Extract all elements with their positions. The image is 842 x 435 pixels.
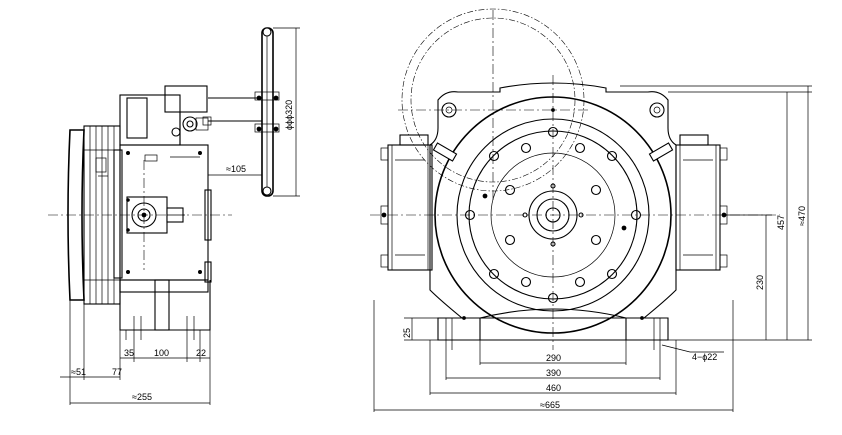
side-view: 35 100 22 ≈51 77 ≈255 ≈105 ϕϕϕ320 [48, 27, 300, 405]
motor-body [113, 144, 212, 283]
dim-320: ϕϕϕ320 [284, 100, 294, 130]
dim-35: 35 [124, 348, 134, 358]
brake-arms [432, 142, 674, 162]
holes-label: 4−ϕ22 [692, 352, 717, 362]
front-view: 290 390 460 ≈665 25 4−ϕ22 230 457 [370, 8, 812, 412]
right-brake [675, 134, 728, 271]
dim-230: 230 [755, 275, 765, 290]
left-brake [380, 134, 433, 271]
dim-460: 460 [546, 383, 561, 393]
dim-470: ≈470 [797, 206, 807, 226]
dim-457: 457 [776, 215, 786, 230]
dim-100: 100 [154, 348, 169, 358]
shaft-end [126, 196, 185, 234]
dim-51: ≈51 [71, 367, 86, 377]
rotor [434, 96, 672, 334]
top-housing [119, 85, 262, 146]
dim-290: 290 [546, 353, 561, 363]
dim-105: ≈105 [226, 164, 246, 174]
hand-wheel [254, 27, 280, 197]
front-frame [429, 82, 677, 320]
side-base [119, 279, 211, 340]
dim-255: ≈255 [132, 392, 152, 402]
side-dimensions: 35 100 22 ≈51 77 ≈255 ≈105 ϕϕϕ320 [60, 27, 300, 405]
dim-665: ≈665 [540, 400, 560, 410]
dim-22: 22 [196, 348, 206, 358]
dim-390: 390 [546, 368, 561, 378]
front-base [437, 308, 669, 350]
dim-77: 77 [112, 367, 122, 377]
dim-25: 25 [402, 328, 412, 338]
front-dimensions: 290 390 460 ≈665 25 4−ϕ22 230 457 [373, 85, 812, 412]
